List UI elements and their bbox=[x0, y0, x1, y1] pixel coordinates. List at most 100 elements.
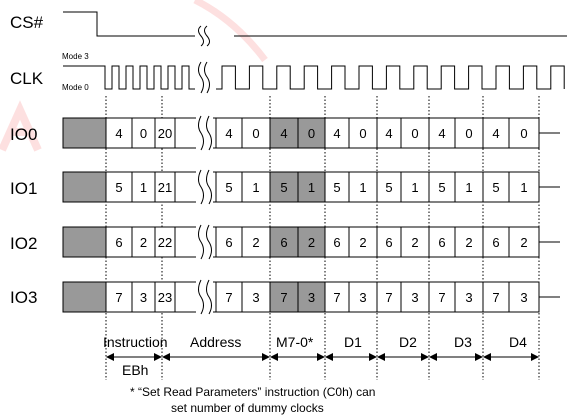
io1-cell-value: 5 bbox=[280, 180, 287, 195]
io3-cell-box bbox=[428, 281, 456, 313]
io3-cell-box bbox=[508, 281, 540, 313]
io2-cell-value: 2 bbox=[359, 235, 366, 250]
cs-waveform bbox=[63, 11, 567, 47]
io0-cell-box bbox=[348, 117, 378, 149]
io2-cell-value: 6 bbox=[280, 235, 287, 250]
io0-cell-value: 4 bbox=[115, 126, 122, 141]
io1-cell-value: 1 bbox=[308, 180, 315, 195]
clk-mode3-label: Mode 3 bbox=[62, 52, 89, 61]
phase-d2-label: D2 bbox=[399, 334, 417, 350]
io0-cell-box bbox=[297, 117, 326, 149]
io0-cell-value: 4 bbox=[333, 126, 340, 141]
io0-cell-value: 20 bbox=[158, 126, 172, 141]
io3-cell-value: 7 bbox=[333, 290, 340, 305]
phase-d4-label: D4 bbox=[509, 334, 527, 350]
io1-cell-value: 21 bbox=[158, 180, 172, 195]
io1-cell-value: 1 bbox=[252, 180, 259, 195]
io2-cell-value: 2 bbox=[308, 235, 315, 250]
io3-cell-value: 7 bbox=[115, 290, 122, 305]
clk-waveform bbox=[63, 61, 565, 94]
io1-cell-box bbox=[508, 171, 540, 203]
io0-cell-box bbox=[154, 117, 176, 149]
io0-cell-box bbox=[428, 117, 456, 149]
io1-cell-value: 1 bbox=[520, 180, 527, 195]
phase-annotations: Instruction EBh Address M7-0* D1 D2 D3 D… bbox=[103, 334, 539, 378]
io0-cell-value: 0 bbox=[520, 126, 527, 141]
instruction-code-label: EBh bbox=[122, 362, 148, 378]
io2-cell-box bbox=[297, 226, 326, 258]
io1-cell-value: 1 bbox=[411, 180, 418, 195]
io1-cell-box bbox=[241, 171, 271, 203]
io2-cell-box bbox=[428, 226, 456, 258]
io1-cell-box bbox=[297, 171, 326, 203]
io3-cell-value: 3 bbox=[252, 290, 259, 305]
io0-signal-label: IO0 bbox=[10, 125, 37, 144]
io2-cell-value: 2 bbox=[520, 235, 527, 250]
phase-instruction-label: Instruction bbox=[103, 334, 168, 350]
io0-cell-box bbox=[508, 117, 540, 149]
io2-signal-label: IO2 bbox=[10, 234, 37, 253]
io0-cell-value: 4 bbox=[385, 126, 392, 141]
io0-cell-box bbox=[269, 117, 299, 149]
io3-signal-label: IO3 bbox=[10, 288, 37, 307]
clk-signal-label: CLK bbox=[10, 69, 44, 88]
io3-leadin-block bbox=[62, 281, 107, 313]
io0-cell-value: 4 bbox=[225, 126, 232, 141]
io3-cell-value: 3 bbox=[140, 290, 147, 305]
io2-cell-box bbox=[400, 226, 430, 258]
io0-cell-value: 4 bbox=[280, 126, 287, 141]
io1-cell-box bbox=[154, 171, 176, 203]
io3-cell-box bbox=[324, 281, 350, 313]
io3-cell-box bbox=[154, 281, 176, 313]
io0-cell-value: 0 bbox=[465, 126, 472, 141]
io2-cell-value: 6 bbox=[492, 235, 499, 250]
io2-cell-value: 6 bbox=[225, 235, 232, 250]
watermark-logo bbox=[0, 0, 268, 152]
io1-cell-box bbox=[348, 171, 378, 203]
io0-cell-box bbox=[400, 117, 430, 149]
io2-cell-value: 6 bbox=[115, 235, 122, 250]
io1-cell-box bbox=[269, 171, 299, 203]
phase-d3-label: D3 bbox=[454, 334, 472, 350]
io2-cell-box bbox=[324, 226, 350, 258]
io2-cell-box bbox=[154, 226, 176, 258]
io0-cell-box bbox=[215, 117, 243, 149]
io1-cell-box bbox=[400, 171, 430, 203]
io0-cell-value: 0 bbox=[140, 126, 147, 141]
io3-cell-box bbox=[297, 281, 326, 313]
io2-cell-value: 2 bbox=[465, 235, 472, 250]
io2-cell-value: 22 bbox=[158, 235, 172, 250]
io2-break-mark bbox=[175, 224, 216, 260]
io1-break-mark bbox=[175, 169, 216, 205]
io3-cell-value: 3 bbox=[520, 290, 527, 305]
io1-leadin-block bbox=[62, 171, 107, 203]
io0-cell-value: 4 bbox=[438, 126, 445, 141]
io3-cell-value: 7 bbox=[438, 290, 445, 305]
io3-cell-value: 3 bbox=[411, 290, 418, 305]
io3-cell-value: 3 bbox=[465, 290, 472, 305]
io1-cell-box bbox=[428, 171, 456, 203]
phase-d1-label: D1 bbox=[344, 334, 362, 350]
clk-mode0-label: Mode 0 bbox=[62, 83, 89, 92]
io1-cell-box bbox=[454, 171, 484, 203]
io2-cell-value: 2 bbox=[411, 235, 418, 250]
io3-cell-box bbox=[454, 281, 484, 313]
io3-cell-value: 23 bbox=[158, 290, 172, 305]
io0-cell-box bbox=[454, 117, 484, 149]
io1-cell-value: 5 bbox=[333, 180, 340, 195]
io1-cell-value: 5 bbox=[438, 180, 445, 195]
io1-cell-value: 5 bbox=[225, 180, 232, 195]
phase-address-label: Address bbox=[190, 334, 241, 350]
io1-cell-value: 1 bbox=[359, 180, 366, 195]
io3-cell-box bbox=[400, 281, 430, 313]
io3-cell-value: 7 bbox=[492, 290, 499, 305]
io0-cell-box bbox=[324, 117, 350, 149]
io0-break-mark bbox=[175, 115, 216, 151]
io3-cell-box bbox=[215, 281, 243, 313]
io2-cell-box bbox=[269, 226, 299, 258]
